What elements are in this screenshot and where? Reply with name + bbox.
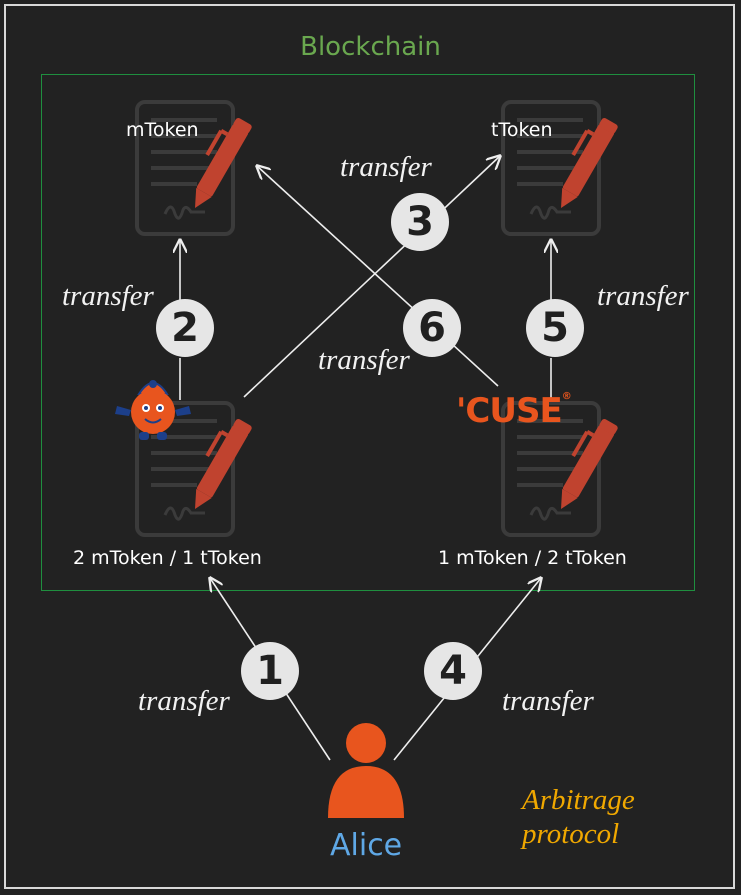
- protocol-caption: Arbitrage protocol: [522, 783, 635, 851]
- step-4-badge: 4: [424, 642, 482, 700]
- outer-frame: [4, 4, 735, 889]
- protocol-line-2: protocol: [522, 818, 620, 850]
- step-1-badge: 1: [241, 642, 299, 700]
- transfer-label-1: transfer: [138, 685, 230, 717]
- step-2-badge: 2: [156, 299, 214, 357]
- protocol-line-1: Arbitrage: [522, 784, 635, 816]
- mtoken-label: mToken: [126, 119, 199, 141]
- transfer-label-3: transfer: [340, 151, 432, 183]
- cuse-logo-text: 'CUSE: [456, 391, 563, 431]
- blockchain-title: Blockchain: [300, 32, 441, 62]
- person-icon: [328, 723, 404, 818]
- arrow-6: [257, 166, 499, 387]
- transfer-label-4: transfer: [502, 685, 594, 717]
- orange-mascot-icon: [115, 380, 191, 440]
- alice-label: Alice: [330, 828, 403, 863]
- step-6-badge: 6: [403, 299, 461, 357]
- cuse-logo-mark: ®: [561, 391, 572, 402]
- pool-right-label: 1 mToken / 2 tToken: [438, 547, 627, 569]
- transfer-label-6: transfer: [318, 344, 410, 376]
- step-5-badge: 5: [526, 299, 584, 357]
- arrow-3: [243, 156, 500, 398]
- transfer-label-5: transfer: [597, 280, 689, 312]
- transfer-label-2: transfer: [62, 280, 154, 312]
- step-3-badge: 3: [391, 193, 449, 251]
- ttoken-label: tToken: [491, 119, 553, 141]
- cuse-logo: 'CUSE®: [456, 391, 572, 431]
- blockchain-box: [41, 74, 695, 591]
- pool-left-label: 2 mToken / 1 tToken: [73, 547, 262, 569]
